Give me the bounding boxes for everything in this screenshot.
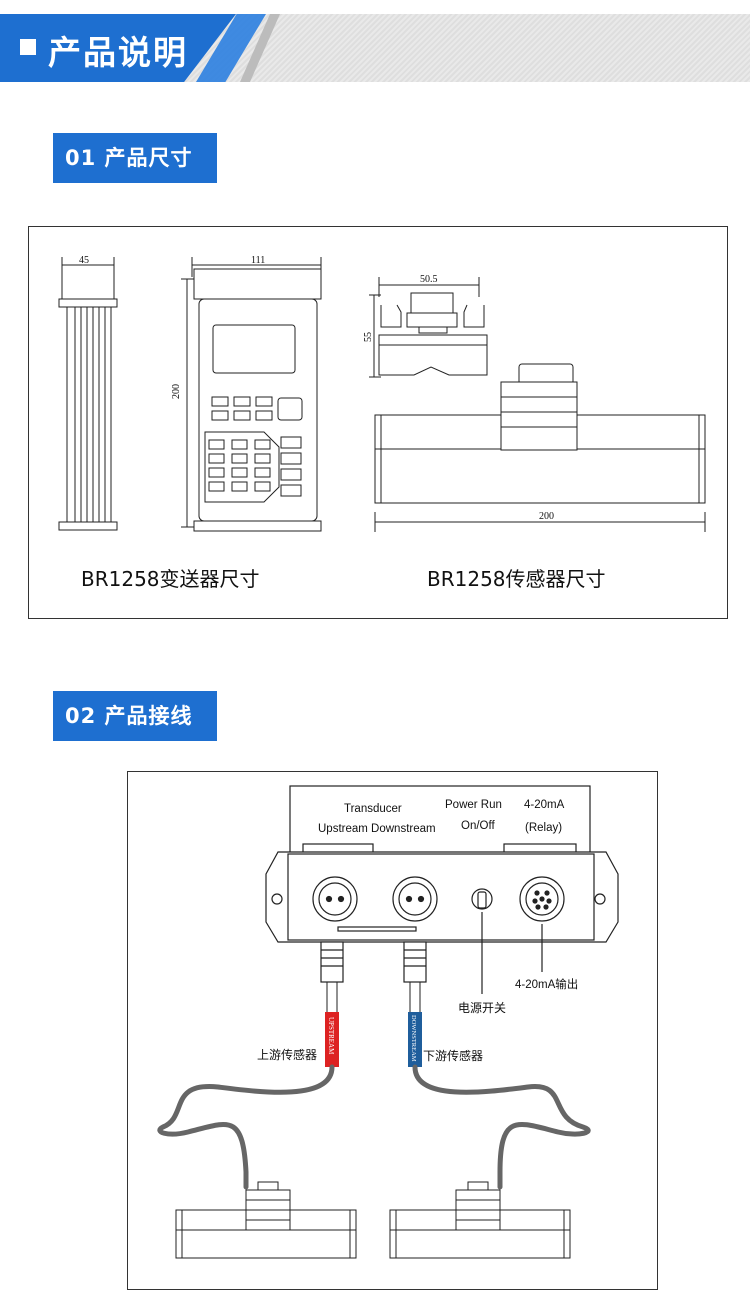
power-switch-icon	[471, 888, 493, 910]
caption-sensor: BR1258传感器尺寸	[427, 567, 606, 591]
dim-sensor-length: 200	[539, 511, 554, 522]
dim-height: 200	[171, 384, 182, 399]
upstream-cable	[325, 1012, 339, 1067]
square-icon	[20, 39, 36, 55]
sensor-clamp-view	[369, 277, 488, 378]
upstream-sensor-cable	[157, 1064, 335, 1190]
label-downstream-sensor: 下游传感器	[423, 1049, 484, 1063]
label-4-20ma: 4-20mA	[524, 799, 565, 811]
caption-transmitter: BR1258变送器尺寸	[81, 567, 260, 591]
dimensions-frame: 45 111 200 50.5 55 200 BR1258变送器尺寸 BR125…	[28, 226, 728, 619]
upstream-cable-label: UPSTREAM	[327, 1017, 335, 1055]
transmitter-side-view	[58, 257, 118, 531]
downstream-cable	[408, 1012, 422, 1067]
wiring-drawing: UPSTREAM DOWNSTREAM	[157, 785, 619, 1259]
label-4-20ma-output: 4-20mA输出	[515, 979, 579, 991]
sensor-long-view	[374, 363, 706, 532]
downstream-sensor	[389, 1181, 571, 1259]
upstream-port-icon	[312, 876, 358, 922]
label-power-run: Power Run	[445, 799, 502, 811]
section-tag-dimensions: 01 产品尺寸	[53, 133, 217, 183]
dimensions-drawing: 45 111 200 50.5 55 200	[58, 255, 706, 532]
upstream-sensor	[175, 1181, 357, 1259]
downstream-cable-label: DOWNSTREAM	[410, 1015, 417, 1062]
dim-width: 45	[79, 255, 89, 266]
wiring-frame: UPSTREAM DOWNSTREAM Transducer Upstream …	[127, 771, 658, 1290]
relay-port-icon	[519, 876, 565, 922]
device-cover	[289, 785, 591, 855]
dim-front-width: 111	[251, 255, 265, 266]
label-relay: (Relay)	[525, 822, 563, 834]
label-on-off: On/Off	[461, 820, 495, 832]
label-transducer: Transducer	[344, 803, 402, 815]
label-power-switch: 电源开关	[458, 1001, 507, 1015]
transmitter-front-view	[181, 257, 322, 532]
dim-sensor-width: 50.5	[420, 274, 438, 285]
label-upstream-downstream: Upstream Downstream	[318, 823, 436, 835]
downstream-port-icon	[392, 876, 438, 922]
downstream-sensor-cable	[412, 1064, 591, 1190]
label-upstream-sensor: 上游传感器	[257, 1048, 318, 1062]
section-tag-wiring: 02 产品接线	[53, 691, 217, 741]
page-title: 产品说明	[48, 33, 188, 72]
dim-sensor-height: 55	[363, 332, 374, 342]
